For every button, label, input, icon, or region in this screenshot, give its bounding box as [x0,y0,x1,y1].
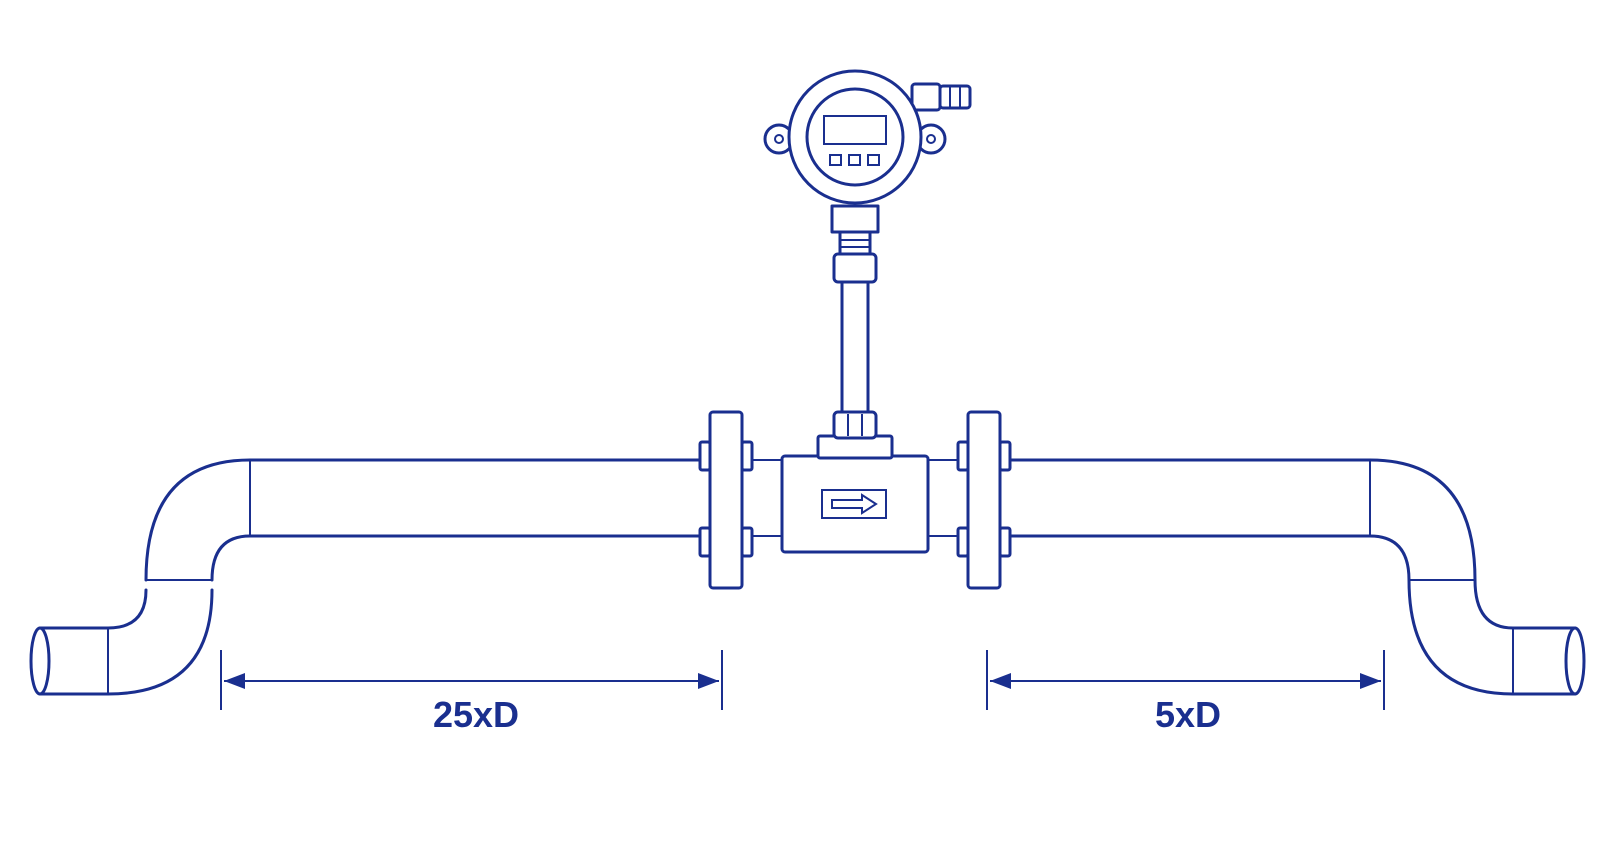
upstream-dimension: 25xD [220,650,723,735]
right-flange [928,410,1012,590]
arrow-right-icon [821,489,887,519]
upstream-length-label: 25xD [433,694,519,735]
upstream-pipe [29,458,702,696]
transmitter-stem [830,204,880,440]
downstream-dimension: 5xD [986,650,1385,735]
meter-body [780,434,930,554]
downstream-pipe [1008,458,1586,696]
display-transmitter-icon [763,69,972,205]
downstream-length-label: 5xD [1155,694,1221,735]
left-flange [698,410,782,590]
